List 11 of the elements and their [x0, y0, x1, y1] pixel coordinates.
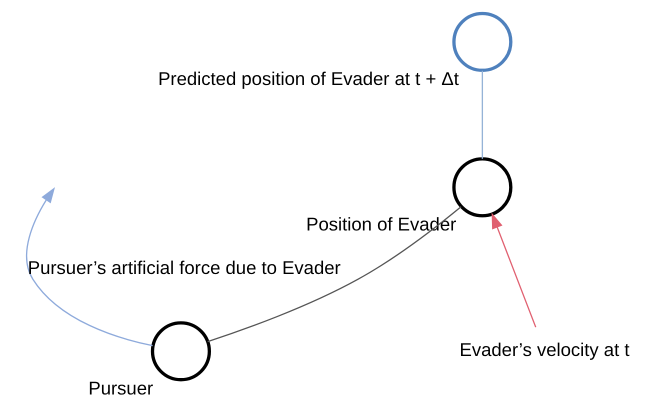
node-circle [452, 12, 512, 72]
connector [481, 70, 483, 159]
node-label: Predicted position of Evader at t + Δt [158, 68, 458, 90]
arrow [26, 187, 152, 346]
node-circle [150, 321, 210, 382]
node-label: Pursuer [88, 378, 153, 398]
arrow [491, 212, 536, 328]
edge-label: Pursuer’s artificial force due to Evader [27, 257, 340, 278]
connector [206, 206, 461, 342]
node-circle [452, 157, 512, 218]
node-text: Evader’s velocity at t [458, 339, 630, 360]
